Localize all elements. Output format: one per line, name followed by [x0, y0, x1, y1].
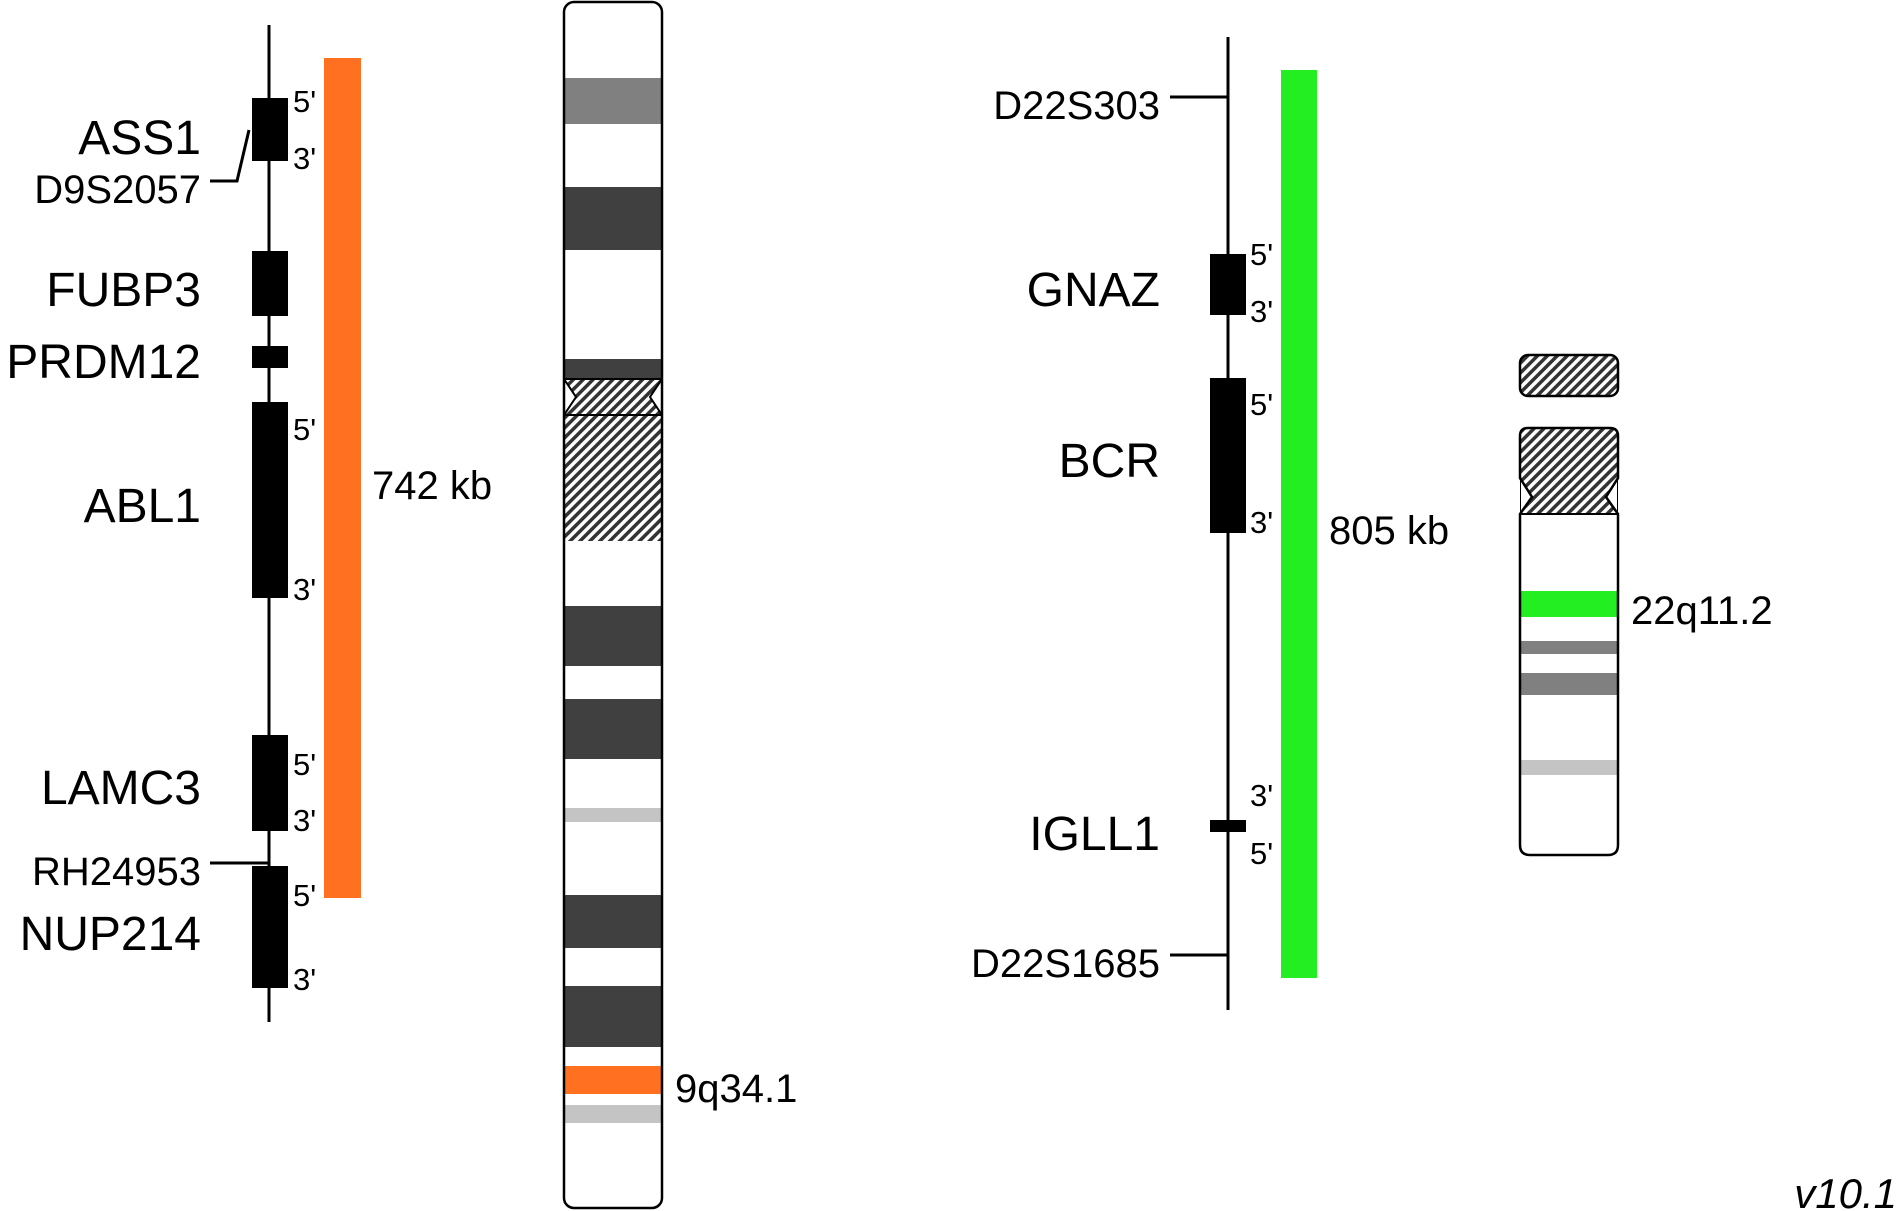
strand-label-lamc3-5: 5' [293, 747, 316, 782]
gene-block-bcr [1210, 378, 1246, 533]
right-gene-map: D22S303 D22S1685 GNAZ BCR IGLL1 5' 3' 5'… [971, 37, 1449, 1010]
marker-label-rh24953: RH24953 [32, 850, 201, 894]
chr22-band-22q11-green [1520, 591, 1618, 617]
marker-label-d9s2057: D9S2057 [34, 168, 201, 212]
chr9-band [564, 895, 662, 948]
chromosome-22-ideogram: 22q11.2 [1518, 353, 1773, 857]
chr22-band [1520, 641, 1618, 654]
strand-label-lamc3-3: 3' [293, 803, 316, 838]
strand-label-igll1-3: 3' [1250, 778, 1273, 813]
gene-label-bcr: BCR [1059, 435, 1160, 488]
gene-block-igll1 [1210, 820, 1246, 832]
probe-size-label-right: 805 kb [1329, 509, 1449, 553]
band-label-22q11: 22q11.2 [1631, 589, 1773, 633]
gene-label-nup214: NUP214 [20, 908, 201, 961]
strand-label-gnaz-3: 3' [1250, 294, 1273, 329]
gene-block-fubp3 [252, 251, 288, 316]
chr9-band [564, 986, 662, 1047]
strand-label-nup214-5: 5' [293, 878, 316, 913]
gene-block-nup214 [252, 866, 288, 988]
gene-label-abl1: ABL1 [84, 480, 201, 533]
chr9-band [564, 187, 662, 250]
band-label-9q34: 9q34.1 [675, 1067, 797, 1111]
chr9-band [564, 1105, 662, 1123]
chr9-band [564, 606, 662, 666]
probe-bar-green [1281, 70, 1317, 978]
strand-label-abl1-3: 3' [293, 572, 316, 607]
marker-label-d22s303: D22S303 [993, 84, 1160, 128]
gene-block-ass1 [252, 98, 288, 161]
chr22-centromere-hatch [1520, 478, 1618, 514]
chr22-satellite-hatch [1518, 353, 1620, 398]
gene-block-lamc3 [252, 735, 288, 831]
version-label: v10.1 [1794, 1170, 1897, 1211]
chr9-band [564, 78, 662, 124]
chr9-band [564, 359, 662, 379]
chr9-band [564, 699, 662, 759]
gene-block-prdm12 [252, 346, 288, 368]
strand-label-gnaz-5: 5' [1250, 237, 1273, 272]
gene-label-ass1: ASS1 [78, 112, 201, 165]
chr9-band [564, 808, 662, 822]
marker-label-d22s1685: D22S1685 [971, 942, 1160, 986]
chr9-centromere-hatch [564, 379, 662, 415]
strand-label-bcr-5: 5' [1250, 387, 1273, 422]
gene-block-abl1 [252, 402, 288, 598]
gene-label-fubp3: FUBP3 [46, 264, 201, 317]
marker-line-d9s2057 [210, 129, 251, 183]
strand-label-igll1-5: 5' [1250, 836, 1273, 871]
gene-label-lamc3: LAMC3 [41, 762, 201, 815]
chr22-band [1520, 673, 1618, 695]
chr9-outline [562, 0, 664, 1210]
gene-label-prdm12: PRDM12 [6, 336, 201, 389]
probe-size-label-left: 742 kb [372, 464, 492, 508]
gene-label-igll1: IGLL1 [1029, 808, 1160, 861]
strand-label-abl1-5: 5' [293, 412, 316, 447]
probe-bar-orange [324, 58, 361, 898]
chr9-heterochromatin-hatch [564, 415, 662, 541]
chr22-band [1520, 760, 1618, 775]
strand-label-ass1-5: 5' [293, 84, 316, 119]
strand-label-nup214-3: 3' [293, 962, 316, 997]
strand-label-bcr-3: 3' [1250, 505, 1273, 540]
gene-label-gnaz: GNAZ [1027, 264, 1160, 317]
chromosome-9-ideogram: 9q34.1 [562, 0, 797, 1210]
left-gene-map: ASS1 FUBP3 PRDM12 ABL1 LAMC3 NUP214 D9S2… [6, 25, 492, 1022]
strand-label-ass1-3: 3' [293, 141, 316, 176]
gene-block-gnaz [1210, 254, 1246, 315]
chr9-band-9q34-orange [564, 1066, 662, 1094]
chr22-long-arm-outline [1518, 477, 1620, 857]
